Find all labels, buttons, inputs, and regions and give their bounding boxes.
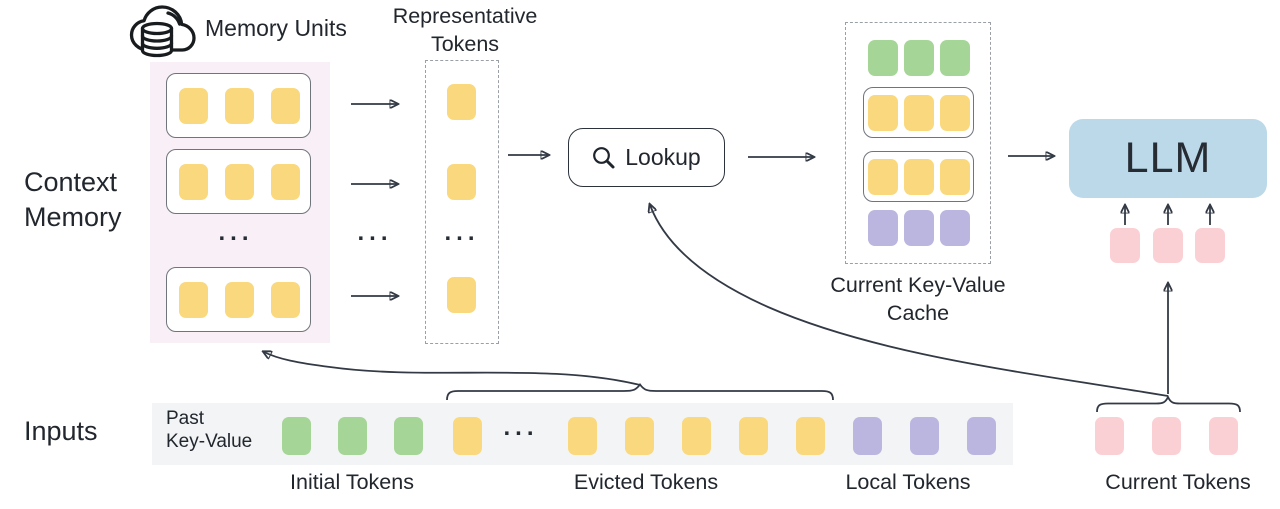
initial-token [338,417,367,455]
kv-token [903,158,934,195]
kv-token [904,210,934,246]
kv-token [940,40,970,76]
evicted-tokens-label: Evicted Tokens [573,470,719,494]
kv-token [225,163,254,200]
cache-memory-unit-row [863,87,974,138]
kv-token [903,94,934,131]
memory-units-label: Memory Units [205,15,347,41]
kv-token [179,281,208,318]
representative-token [447,164,476,200]
kv-token [939,94,970,131]
kv-token [179,163,208,200]
lookup-label: Lookup [625,144,701,170]
initial-tokens-label: Initial Tokens [290,470,414,494]
initial-token [394,417,423,455]
kv-token [225,281,254,318]
representative-token [447,277,476,313]
cache-memory-unit-row [863,151,974,202]
current-token [1095,417,1124,455]
search-icon [593,146,615,168]
memory-unit-row [166,73,311,138]
evicted-token [453,417,482,455]
kv-token [904,40,934,76]
evicted-token [682,417,711,455]
ellipsis: ... [444,219,480,246]
local-token [853,417,882,455]
kv-token [868,210,898,246]
evicted-token [568,417,597,455]
inputs-label: Inputs [24,416,98,446]
current-kv-cache-box [845,22,991,264]
representative-tokens-box [425,60,499,344]
current-tokens-label: Current Tokens [1105,470,1251,494]
kv-token [939,158,970,195]
evicted-token [739,417,768,455]
local-tokens-label: Local Tokens [845,470,971,494]
ellipsis: ... [357,219,393,246]
kv-token [271,281,300,318]
memory-unit-row [166,267,311,332]
current-token [1195,228,1225,263]
kv-token [271,163,300,200]
ellipsis: ... [218,219,254,246]
cache-initial-row [846,40,992,76]
ellipsis: ... [503,414,539,441]
brace-evicted-tokens [446,382,834,401]
memory-units-group [150,62,330,343]
past-key-value-label: Past Key-Value [166,408,253,452]
evicted-token [796,417,825,455]
lookup-node: Lookup [568,128,725,187]
brace-current-tokens [1096,394,1241,413]
arrow-evicted-tokens-to-memory [264,352,641,386]
cache-local-row [846,210,992,246]
kv-token [225,87,254,124]
kv-token [940,210,970,246]
representative-token [447,84,476,120]
kv-token [867,158,898,195]
kv-token [271,87,300,124]
memory-unit-row [166,149,311,214]
evicted-token [625,417,654,455]
cloud-database-icon [126,2,204,60]
local-token [967,417,996,455]
llm-label: LLM [1124,134,1212,182]
context-memory-label: Context Memory [24,167,122,233]
initial-token [282,417,311,455]
llm-node: LLM [1069,119,1267,198]
current-kv-cache-label: Current Key-Value Cache [830,273,1006,325]
local-token [910,417,939,455]
current-token [1152,417,1181,455]
current-token [1153,228,1183,263]
kv-token [867,94,898,131]
representative-tokens-label: Representative Tokens [392,4,538,56]
kv-token [868,40,898,76]
current-token [1209,417,1238,455]
current-token [1110,228,1140,263]
kv-token [179,87,208,124]
